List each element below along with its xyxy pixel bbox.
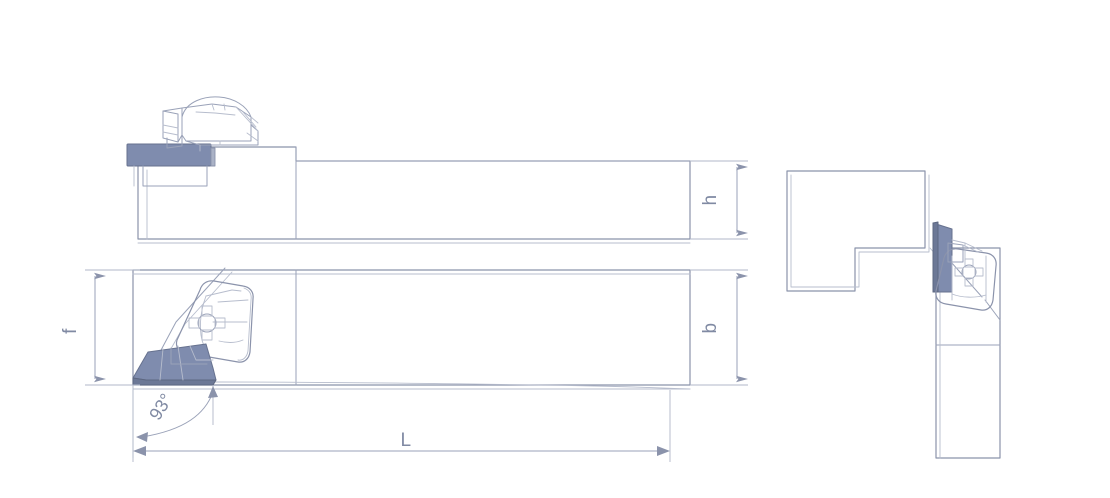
side-view-upper-relief	[159, 267, 226, 353]
end-view-screw-lobe-right	[974, 267, 984, 277]
side-view-corner-facet	[177, 345, 184, 381]
clamp-left-block-midline	[162, 124, 179, 129]
angle-arc	[141, 391, 214, 438]
side-view-seat-step-2	[189, 345, 214, 361]
end-view-clamp-link	[962, 244, 979, 253]
end-view-screw-lobe-left	[954, 267, 964, 277]
screw-lobe-left	[188, 317, 200, 329]
dim-h-label: h	[700, 194, 721, 205]
top-view-clamp-assembly	[162, 96, 259, 152]
clamp-dome-tick-right	[223, 103, 226, 111]
end-view-stepped-outline	[786, 170, 926, 292]
side-view-seat-step	[170, 347, 208, 365]
screw-head-circle	[197, 313, 217, 333]
clamp-dome-outline	[181, 96, 252, 118]
clamp-right-diagonal	[235, 106, 259, 132]
end-view-insert-shade-dark	[932, 221, 939, 293]
side-view-shank-outline	[132, 269, 691, 386]
side-view-cutting-edge-dark	[132, 377, 217, 386]
end-view-group	[786, 170, 1001, 459]
clamp-arm-topline	[195, 111, 236, 116]
side-view-group: f b 93° L	[60, 267, 748, 462]
dim-L-arrow-left	[133, 446, 146, 456]
screw-lobe-top	[201, 305, 213, 317]
dim-f-label: f	[60, 328, 81, 334]
clamp-lower-skirt	[185, 124, 259, 146]
side-view-corner-facet-2	[159, 348, 164, 381]
insert-top-land	[205, 289, 233, 297]
end-view-clamp-block	[947, 242, 964, 263]
top-view-clamp-plate-edge	[210, 147, 216, 167]
dimension-h: h	[690, 160, 748, 240]
insert-bottom-land	[218, 339, 244, 343]
clamp-right-hatch	[246, 132, 259, 142]
top-view-group: h	[126, 96, 748, 244]
dim-b-label: b	[700, 322, 721, 333]
side-view-lower-relief	[213, 381, 691, 390]
insert-chipbreaker-left	[199, 295, 207, 347]
insert-upper-line	[217, 299, 249, 303]
angle-arrow-top	[208, 386, 218, 398]
end-view-stepped-inner	[790, 174, 930, 288]
end-view-clamp-link-2	[964, 242, 983, 252]
dimension-f: f	[60, 269, 140, 386]
clamp-dome-tick-left	[211, 103, 215, 111]
end-view-relief-lower	[984, 299, 1001, 321]
clamp-arm-body	[181, 103, 252, 142]
top-view-insert-pocket	[142, 165, 208, 187]
dim-L-label: L	[400, 430, 411, 451]
end-view-insert-bottom-land	[951, 293, 987, 298]
end-view-screw-lobe-top	[964, 258, 974, 268]
end-view-insert-outline	[935, 248, 997, 311]
end-view-insert-group	[935, 248, 997, 311]
clamp-nose	[166, 134, 183, 149]
clamp-left-block-lowline	[162, 131, 179, 136]
dim-L-arrow-right	[657, 446, 670, 456]
screw-lobe-right	[214, 317, 226, 329]
screw-lobe-bottom	[201, 329, 213, 341]
dimension-b: b	[690, 269, 748, 386]
dimension-L: L	[132, 390, 671, 462]
angle-arrow-left	[136, 432, 148, 442]
end-view-screw-lobe-bottom	[964, 277, 974, 287]
lead-angle-label: 93°	[145, 390, 176, 424]
clamp-right-hatch-2	[250, 116, 259, 124]
end-view-screw-circle	[961, 264, 977, 280]
insert-top-facet	[231, 289, 242, 292]
end-view-shank-column	[935, 247, 1001, 459]
clamp-right-diagonal-2	[242, 111, 257, 128]
insert-inner-edge	[237, 287, 252, 361]
clamp-screw-group	[188, 305, 226, 341]
